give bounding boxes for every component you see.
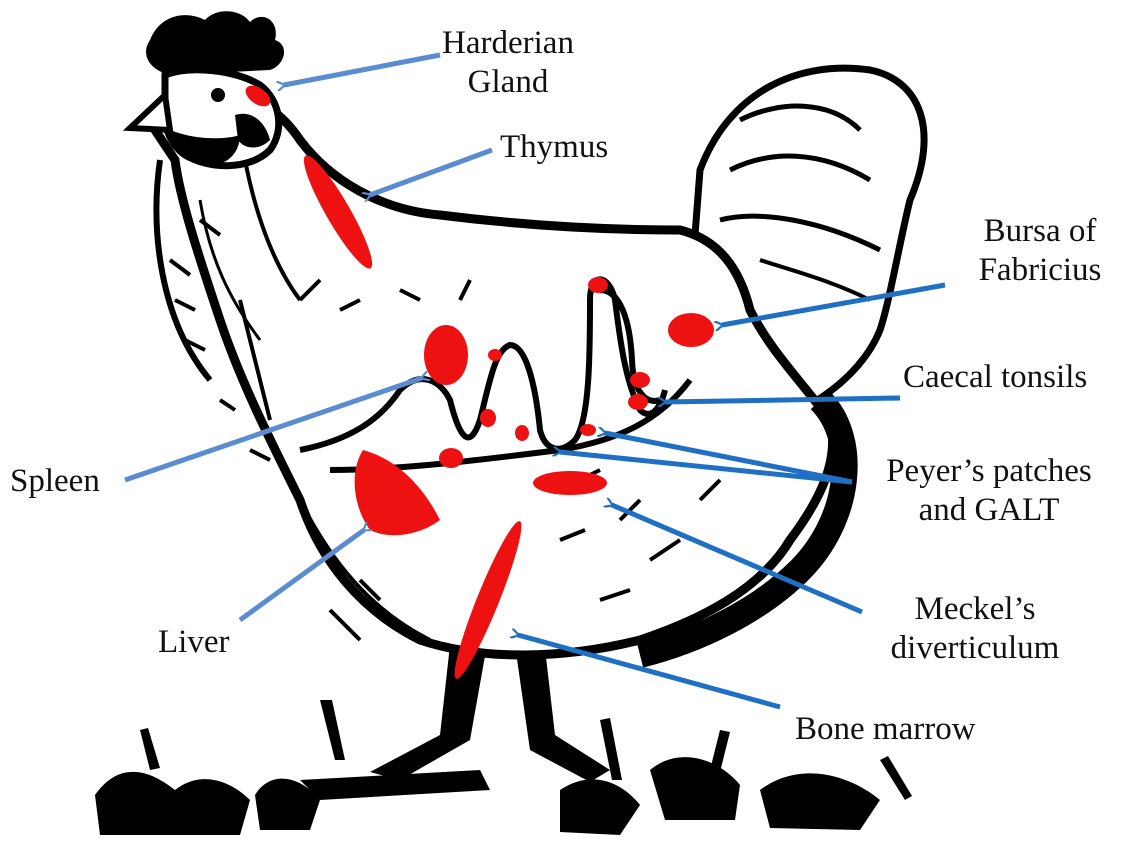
spleen-label: Spleen [10,462,100,501]
meckels-label: Meckel’s diverticulum [860,590,1090,668]
meckel-line-1: Meckel’s [860,590,1090,629]
patch-4 [515,425,529,441]
patch-2 [488,349,502,361]
meckel-line-2: diverticulum [860,629,1090,668]
bursa-label: Bursa of Fabricius [955,212,1123,290]
caecal-tonsil-2 [628,394,648,410]
caecal-tonsil-1 [630,372,650,388]
bursa-line-1: Bursa of [955,212,1123,251]
harderian-line-1: Harderian [428,24,588,63]
peyers-label: Peyer’s patches and GALT [858,452,1120,530]
ground-grass [95,700,912,835]
patch-6 [580,424,596,436]
bursa-organ [668,313,714,347]
patch-3 [480,409,496,427]
patch-5 [439,448,463,468]
harderian-line-2: Gland [428,63,588,102]
peyers-line-2: and GALT [858,491,1120,530]
thymus-arrow [370,150,492,195]
spleen-organ [424,325,468,385]
peyers-line-1: Peyer’s patches [858,452,1120,491]
liver-label: Liver [158,623,229,662]
meckels-organ [533,471,607,495]
harderian-gland-label: Harderian Gland [428,24,588,102]
caecal-tonsils-label: Caecal tonsils [903,358,1087,397]
bursa-line-2: Fabricius [955,251,1123,290]
thymus-label: Thymus [500,128,608,167]
harderian-arrow [284,55,440,85]
patch-1 [588,277,608,293]
bone-marrow-label: Bone marrow [795,710,976,749]
